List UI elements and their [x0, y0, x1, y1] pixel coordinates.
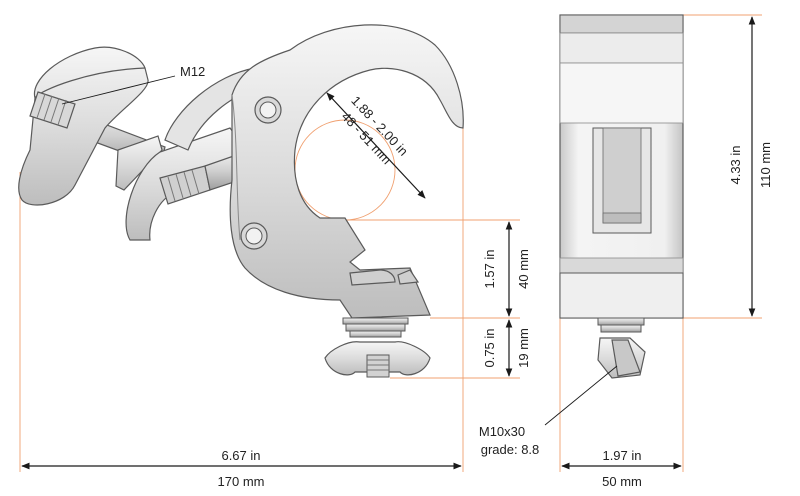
lower-pin [240, 222, 268, 250]
height-mm-label: 40 mm [516, 249, 531, 289]
clamp-side-view [559, 14, 684, 379]
bottom-washers [342, 317, 409, 338]
thread-leader [61, 75, 176, 105]
total-in-label: 4.33 in [728, 145, 743, 184]
length-in-label: 6.67 in [221, 448, 260, 463]
side-channel [592, 127, 652, 234]
bottom-thread [366, 354, 390, 378]
width-in-label: 1.97 in [602, 448, 641, 463]
upper-pin [254, 96, 282, 124]
bolt-grade-label: grade: 8.8 [481, 442, 540, 457]
dimension-lines [21, 16, 756, 470]
width-mm-label: 50 mm [602, 474, 642, 489]
height-in-label: 1.57 in [482, 249, 497, 288]
bolt-spec-label: M10x30 [479, 424, 525, 439]
bolt-leader [544, 365, 618, 426]
main-thread [29, 91, 76, 129]
total-mm-label: 110 mm [758, 142, 773, 188]
bolt-in-label: 0.75 in [482, 328, 497, 367]
thread-label: M12 [180, 64, 205, 79]
wing-knob [18, 46, 149, 206]
pipe-dimension-line [326, 92, 426, 199]
clamp-front-view [18, 24, 464, 378]
length-mm-label: 170 mm [218, 474, 265, 489]
bolt-mm-label: 19 mm [516, 328, 531, 368]
hook-body [229, 24, 464, 319]
